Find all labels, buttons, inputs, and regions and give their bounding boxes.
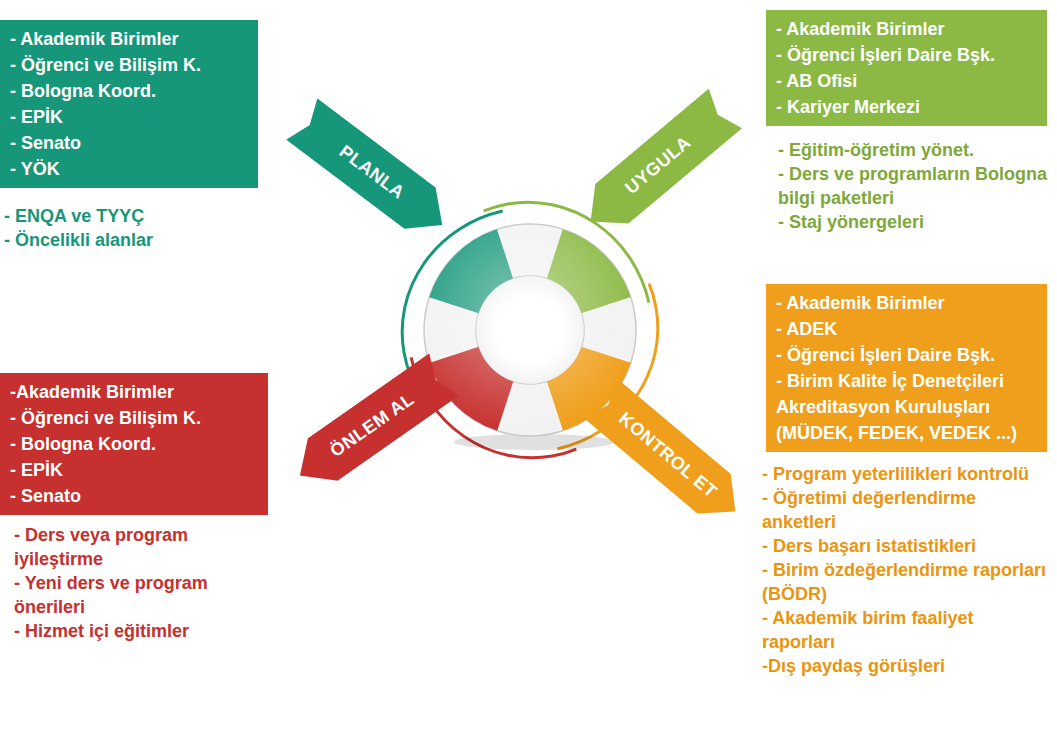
output-item: - Ders başarı istatistikleri: [762, 534, 1047, 558]
list-item: Akreditasyon Kuruluşları (MÜDEK, FEDEK, …: [776, 394, 1037, 446]
phase-label: ÖNLEM AL: [285, 353, 459, 497]
list-item: - EPİK: [10, 457, 258, 483]
list-item: - AB Ofisi: [776, 68, 1037, 94]
actor-box: - Akademik Birimler- ADEK- Öğrenci İşler…: [766, 284, 1047, 452]
phase-arrow: KONTROL ET: [584, 379, 752, 532]
output-item: -Dış paydaş görüşleri: [762, 654, 1047, 678]
list-item: - Senato: [10, 130, 248, 156]
list-item: - Bologna Koord.: [10, 78, 248, 104]
list-item: - Akademik Birimler: [776, 290, 1037, 316]
phase-label: PLANLA: [286, 98, 458, 245]
list-item: - Öğrenci ve Bilişim K.: [10, 52, 248, 78]
phase-arrow: UYGULA: [574, 89, 742, 242]
output-item: - Ders veya program iyileştirme: [14, 523, 264, 571]
list-item: - Senato: [10, 483, 258, 509]
list-item: - Akademik Birimler: [10, 26, 248, 52]
list-item: - EPİK: [10, 104, 248, 130]
output-item: - Hizmet içi eğitimler: [14, 619, 264, 643]
output-item: - Öncelikli alanlar: [4, 228, 254, 252]
phase-arrow: PLANLA: [286, 98, 458, 245]
phase-arrow: ÖNLEM AL: [285, 353, 459, 497]
output-item: - Akademik birim faaliyet raporları: [762, 606, 1047, 654]
list-item: - Öğrenci ve Bilişim K.: [10, 405, 258, 431]
list-item: - Öğrenci İşleri Daire Bşk.: [776, 42, 1037, 68]
output-item: - ENQA ve TYYÇ: [4, 204, 254, 228]
output-item: - Eğitim-öğretim yönet.: [778, 138, 1048, 162]
phase-label: KONTROL ET: [584, 379, 752, 532]
list-item: -Akademik Birimler: [10, 379, 258, 405]
actor-box: - Akademik Birimler- Öğrenci İşleri Dair…: [766, 10, 1047, 126]
output-item: - Staj yönergeleri: [778, 210, 1048, 234]
actor-box: -Akademik Birimler- Öğrenci ve Bilişim K…: [0, 373, 268, 515]
output-item: - Yeni ders ve program önerileri: [14, 571, 264, 619]
output-item: - Birim özdeğerlendirme raporları (BÖDR): [762, 558, 1047, 606]
output-item: - Öğretimi değerlendirme anketleri: [762, 486, 1047, 534]
list-item: - ADEK: [776, 316, 1037, 342]
actor-box: - Akademik Birimler- Öğrenci ve Bilişim …: [0, 20, 258, 188]
output-item: - Program yeterlilikleri kontrolü: [762, 462, 1047, 486]
list-item: - Öğrenci İşleri Daire Bşk.: [776, 342, 1037, 368]
list-item: - Birim Kalite İç Denetçileri: [776, 368, 1037, 394]
list-item: - Bologna Koord.: [10, 431, 258, 457]
list-item: - Kariyer Merkezi: [776, 94, 1037, 120]
list-item: - YÖK: [10, 156, 248, 182]
output-item: - Ders ve programların Bologna bilgi pak…: [778, 162, 1048, 210]
phase-label: UYGULA: [574, 89, 742, 242]
list-item: - Akademik Birimler: [776, 16, 1037, 42]
